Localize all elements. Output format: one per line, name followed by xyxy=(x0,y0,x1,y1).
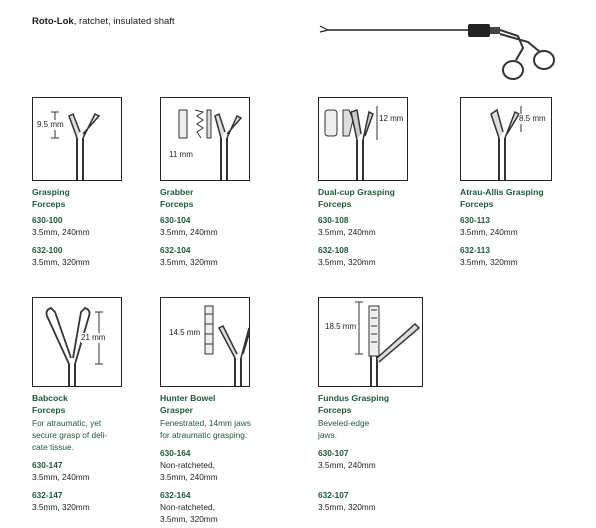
fundus-grasping-forceps-image: 18.5 mm xyxy=(318,297,423,387)
instrument-illustration xyxy=(319,24,555,80)
babcock-forceps-image: 21 mm xyxy=(32,297,122,387)
atrau-allis-grasping-forceps-jaw-measurement: 8.5 mm xyxy=(519,114,546,124)
product-code: 630-104 xyxy=(160,215,191,225)
header-description: , ratchet, insulated shaft xyxy=(73,16,175,27)
product-spec: 3.5mm, 240mm xyxy=(32,472,90,482)
dual-cup-grasping-forceps-image: 12 mm xyxy=(318,97,408,181)
product-code: 632-164 xyxy=(160,490,191,500)
babcock-forceps-jaw-measurement: 21 mm xyxy=(81,333,106,343)
product-spec: 3.5mm, 320mm xyxy=(160,257,218,267)
product-spec: 3.5mm, 320mm xyxy=(318,257,376,267)
product-spec: 3.5mm, 240mm xyxy=(318,460,376,470)
catalog-header: Roto-Lok, ratchet, insulated shaft xyxy=(32,16,175,27)
product-code: 632-104 xyxy=(160,245,191,255)
grabber-forceps-image: 11 mm xyxy=(160,97,250,181)
atrau-allis-grasping-forceps-image: 8.5 mm xyxy=(460,97,552,181)
hunter-bowel-grasper-jaw-measurement: 14.5 mm xyxy=(169,328,201,338)
brand-name: Roto-Lok xyxy=(32,16,74,27)
product-code: 630-100 xyxy=(32,215,63,225)
product-spec: 3.5mm, 240mm xyxy=(32,227,90,237)
fundus-grasping-forceps-jaw-measurement: 18.5 mm xyxy=(325,322,357,332)
product-spec: Non-ratcheted,3.5mm, 320mm xyxy=(160,502,218,524)
product-spec: 3.5mm, 320mm xyxy=(318,502,376,512)
product-code: 632-100 xyxy=(32,245,63,255)
product-spec: 3.5mm, 320mm xyxy=(32,502,90,512)
grasping-forceps-image: 9.5 mm xyxy=(32,97,122,181)
hunter-bowel-grasper-image: 14.5 mm xyxy=(160,297,250,387)
product-spec: 3.5mm, 240mm xyxy=(318,227,376,237)
product-spec: 3.5mm, 240mm xyxy=(160,227,218,237)
product-spec: Non-ratcheted,3.5mm, 240mm xyxy=(160,460,218,482)
product-spec: 3.5mm, 320mm xyxy=(32,257,90,267)
product-spec: 3.5mm, 320mm xyxy=(460,257,518,267)
product-code: 630-164 xyxy=(160,448,191,458)
dual-cup-grasping-forceps-jaw-measurement: 12 mm xyxy=(379,114,404,124)
product-code: 630-107 xyxy=(318,448,349,458)
product-code: 632-147 xyxy=(32,490,63,500)
grasping-forceps-jaw-measurement: 9.5 mm xyxy=(37,120,64,130)
product-code: 632-113 xyxy=(460,245,490,255)
grabber-forceps-jaw-measurement: 11 mm xyxy=(169,150,193,160)
product-spec: 3.5mm, 240mm xyxy=(460,227,518,237)
product-code: 632-107 xyxy=(318,490,349,500)
product-code: 630-113 xyxy=(460,215,490,225)
product-code: 630-108 xyxy=(318,215,349,225)
product-code: 630-147 xyxy=(32,460,63,470)
product-code: 632-108 xyxy=(318,245,349,255)
